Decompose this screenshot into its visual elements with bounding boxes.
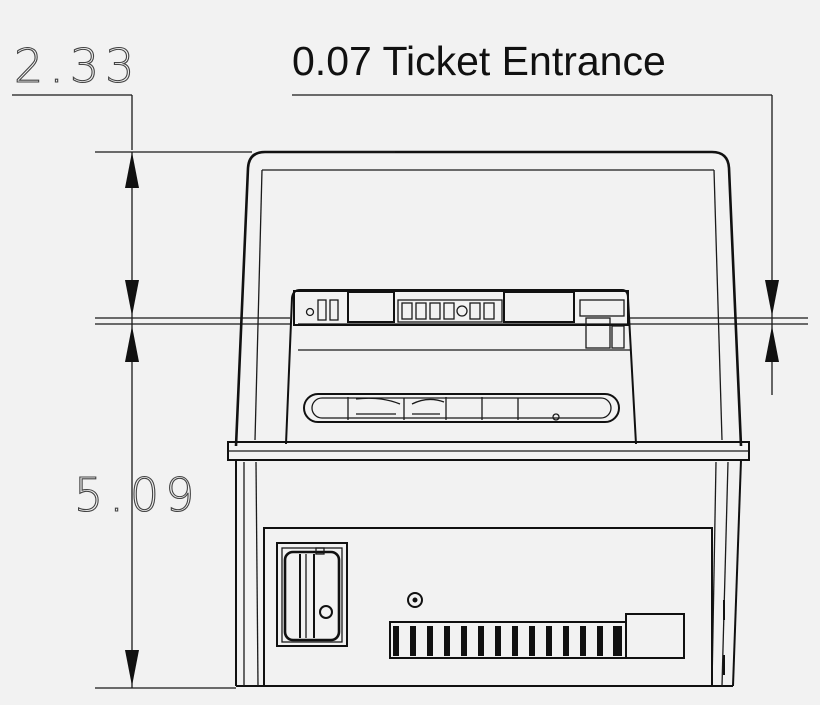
ticket-entrance-label: 0.07 Ticket Entrance xyxy=(292,38,666,84)
lower-body xyxy=(235,459,742,687)
arrow-top-2 xyxy=(125,280,139,316)
lower-front-panel xyxy=(263,527,713,687)
connector-strip xyxy=(389,592,685,659)
arrow-bot-1 xyxy=(125,326,139,362)
connector-pins xyxy=(393,626,622,656)
power-port xyxy=(625,613,685,659)
upper-housing xyxy=(227,150,750,461)
window-slot xyxy=(303,393,620,423)
arrow-entrance-top xyxy=(765,280,779,316)
left-dimension xyxy=(12,94,290,689)
dim-label-5-09: 5.09 xyxy=(74,468,200,522)
indicator-led-icon xyxy=(407,592,423,608)
arrow-entrance-bottom xyxy=(765,326,779,362)
ticket-entrance-slot xyxy=(293,290,629,349)
arrow-top-1 xyxy=(125,152,139,188)
arrow-bot-2 xyxy=(125,650,139,686)
left-vent xyxy=(276,542,348,647)
dim-label-2-33: 2.33 xyxy=(14,39,140,93)
